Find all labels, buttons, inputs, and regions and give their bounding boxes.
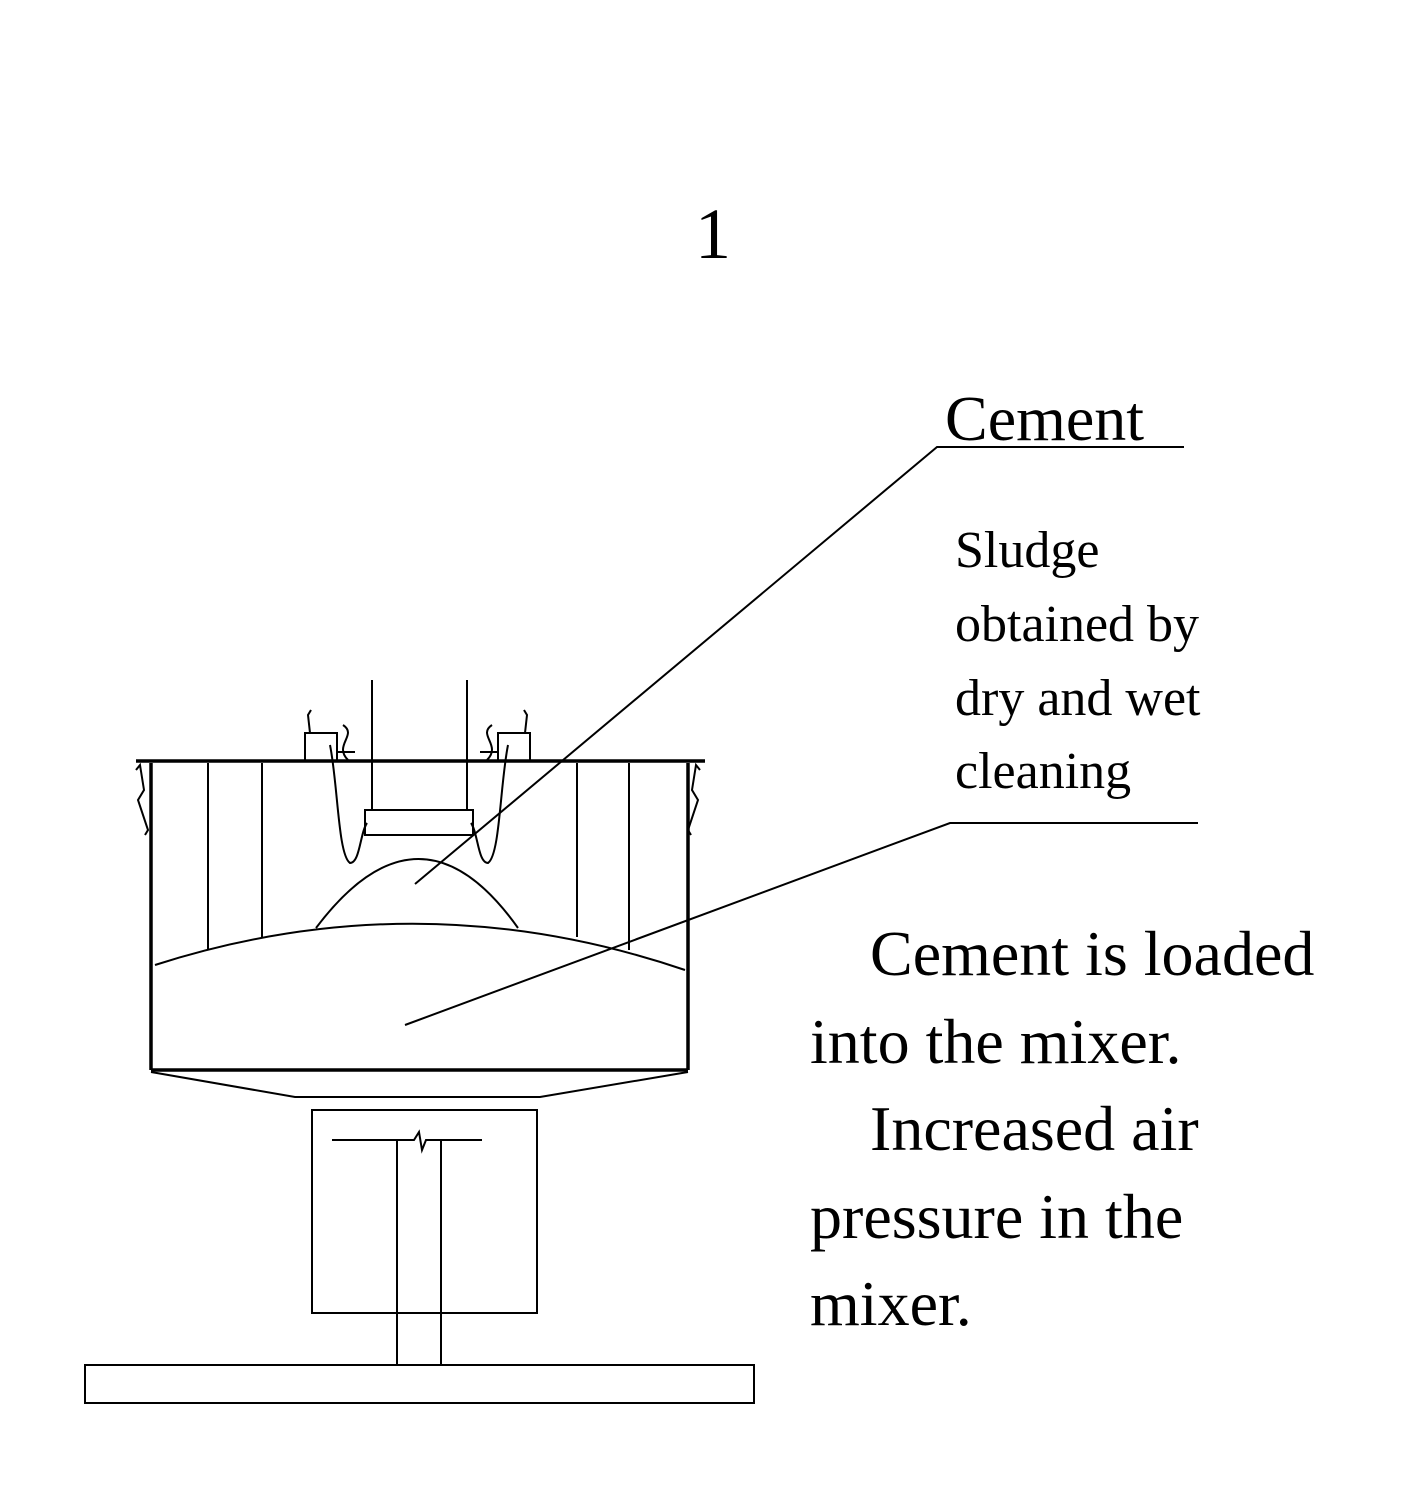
caption-line: Increased air <box>870 1093 1199 1164</box>
caption-line: Cement is loaded <box>870 918 1314 989</box>
caption-line: mixer. <box>810 1268 972 1339</box>
sludge-label-line: dry and wet <box>955 670 1201 727</box>
cement-leader: Cement <box>414 383 1184 885</box>
figure-number: 1 <box>695 194 731 274</box>
mixer-tank <box>135 759 705 1098</box>
sludge-label-line: Sludge <box>955 522 1099 579</box>
caption-line: into the mixer. <box>810 1006 1182 1077</box>
caption: Cement is loaded into the mixer. Increas… <box>810 918 1314 1339</box>
sludge-label-line: obtained by <box>955 596 1199 653</box>
cement-label: Cement <box>945 383 1144 454</box>
caption-line: pressure in the <box>810 1181 1183 1252</box>
loading-chute <box>304 680 531 865</box>
mixer-base <box>84 1109 755 1404</box>
sludge-leader: Sludge obtained by dry and wet cleaning <box>404 522 1201 1026</box>
cement-heap <box>315 858 519 929</box>
sludge-label-line: cleaning <box>955 743 1131 800</box>
sludge-surface <box>154 922 686 971</box>
